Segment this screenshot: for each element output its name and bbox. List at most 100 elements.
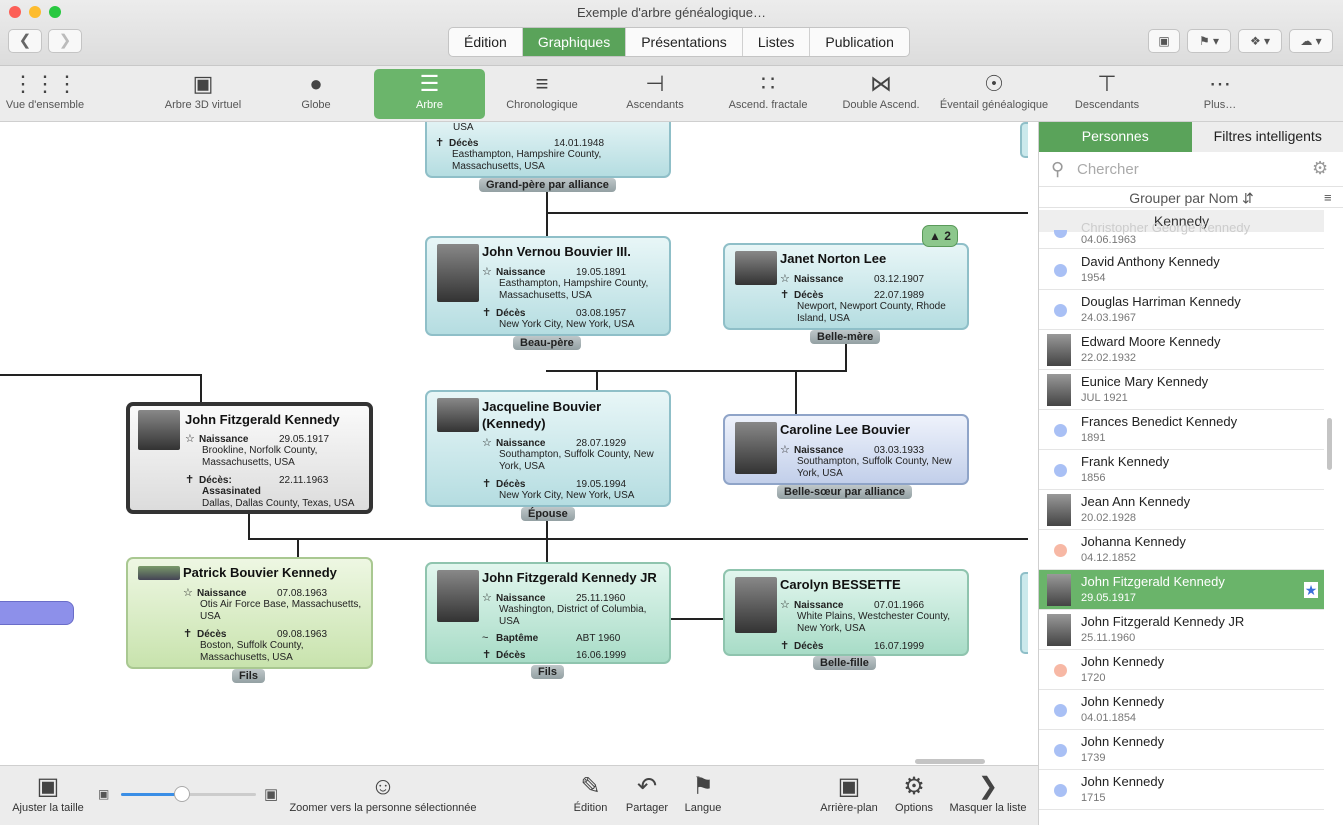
person-photo: [437, 570, 479, 622]
tool-chronologique[interactable]: ≡Chronologique: [497, 69, 587, 119]
person-name: Douglas Harriman Kennedy: [1081, 294, 1241, 309]
gear-icon[interactable]: ⚙: [1312, 158, 1329, 178]
zoom-slider[interactable]: [121, 786, 256, 802]
options-button[interactable]: ⚙Options: [892, 772, 936, 814]
zoom-window-button[interactable]: [49, 6, 61, 18]
zoom-slider-knob[interactable]: [173, 786, 190, 802]
tool-tree[interactable]: ☰Arbre: [374, 69, 485, 119]
connector-line: [546, 212, 1028, 214]
tool-globe[interactable]: ●Globe: [280, 69, 352, 119]
tool-fractal[interactable]: ∷Ascend. fractale: [722, 69, 814, 119]
button-label: Édition: [573, 802, 608, 814]
zoom-slider-fill: [121, 793, 182, 796]
list-menu-icon[interactable]: ≡: [1324, 190, 1332, 205]
tool-label: Ascend. fractale: [728, 99, 808, 111]
tab-graphiques[interactable]: Graphiques: [522, 28, 627, 56]
person-name: John Vernou Bouvier III.: [482, 244, 631, 259]
share-button[interactable]: ↶Partager: [622, 772, 672, 814]
tab-listes[interactable]: Listes: [743, 28, 811, 56]
death-date: 22.11.1963: [279, 475, 329, 486]
tool-3d-tree[interactable]: ▣Arbre 3D virtuel: [158, 69, 248, 119]
badge-count: 2: [944, 229, 951, 243]
tool-double-ascend[interactable]: ⋈Double Ascend.: [835, 69, 927, 119]
list-item-partial[interactable]: Christopher George Kennedy 04.06.1963: [1039, 223, 1324, 249]
background-button[interactable]: ▣Arrière-plan: [816, 772, 882, 814]
bookmark-button[interactable]: ⚑ ▾: [1187, 29, 1231, 53]
death-label: Décès: [449, 138, 479, 149]
tab-personnes[interactable]: Personnes: [1039, 122, 1192, 152]
birth-star-icon: ☆: [482, 592, 492, 604]
person-frame-icon: ☺: [370, 773, 396, 800]
offscreen-person-card[interactable]: [0, 601, 74, 625]
sidebar-toggle-button[interactable]: ▣: [1148, 29, 1180, 53]
search-input[interactable]: Chercher: [1077, 161, 1139, 178]
birth-date: 07.01.1966: [874, 600, 925, 611]
horizontal-scrollbar[interactable]: [915, 759, 985, 764]
hide-list-button[interactable]: ❯Masquer la liste: [946, 772, 1030, 814]
close-window-button[interactable]: [9, 6, 21, 18]
title-bar: Exemple d'arbre généalogique… ❮ ❯ Éditio…: [0, 0, 1343, 66]
group-by-selector[interactable]: Grouper par Nom ⇵: [1039, 186, 1343, 208]
person-date: JUL 1921: [1081, 392, 1128, 404]
minimize-window-button[interactable]: [29, 6, 41, 18]
edit-button[interactable]: ✎Édition: [568, 772, 613, 814]
offscreen-person-card[interactable]: [1020, 572, 1028, 654]
chevron-right-icon: ❯: [977, 773, 999, 800]
tool-overview[interactable]: ⋮⋮⋮Vue d'ensemble: [0, 69, 90, 119]
tool-descendants[interactable]: ⊤Descendants: [1062, 69, 1152, 119]
group-by-label: Grouper par Nom: [1129, 190, 1239, 206]
tool-more[interactable]: ⋯Plus…: [1185, 69, 1255, 119]
fit-size-button[interactable]: ▣Ajuster la taille: [8, 772, 88, 814]
tool-fan-chart[interactable]: ☉Éventail généalogique: [938, 69, 1050, 119]
person-name: Carolyn BESSETTE: [780, 577, 901, 592]
tree-badge[interactable]: ▲ 2: [922, 225, 958, 247]
tab-publication[interactable]: Publication: [825, 34, 894, 50]
forward-button[interactable]: ❯: [48, 29, 82, 53]
birth-star-icon: ☆: [482, 437, 492, 449]
death-date: 16.07.1999: [874, 641, 925, 652]
bookmark-star-icon[interactable]: ★: [1304, 582, 1318, 598]
language-button[interactable]: ⚑Langue: [683, 772, 723, 814]
death-date: 14.01.1948: [554, 138, 605, 149]
birth-label: Naissance: [496, 267, 546, 278]
tab-edition[interactable]: Édition: [449, 28, 523, 56]
zoom-to-person-button[interactable]: ☺Zoomer vers la personne sélectionnée: [288, 772, 478, 814]
tag-button[interactable]: ❖ ▾: [1238, 29, 1282, 53]
death-place: New York City, New York, USA: [499, 490, 635, 501]
cloud-button[interactable]: ☁ ▾: [1289, 29, 1333, 53]
persons-sidebar: Personnes Filtres intelligents ⚲ Cherche…: [1038, 122, 1343, 825]
birth-star-icon: ☆: [185, 433, 195, 445]
tab-presentations[interactable]: Présentations: [626, 28, 743, 56]
offscreen-person-card[interactable]: [1020, 122, 1028, 158]
tab-filtres-intelligents[interactable]: Filtres intelligents: [1213, 128, 1322, 144]
tool-ascendants[interactable]: ⊣Ascendants: [610, 69, 700, 119]
list-scrollbar[interactable]: [1327, 418, 1332, 470]
back-button[interactable]: ❮: [8, 29, 42, 53]
death-cross-icon: ✝: [482, 307, 492, 319]
